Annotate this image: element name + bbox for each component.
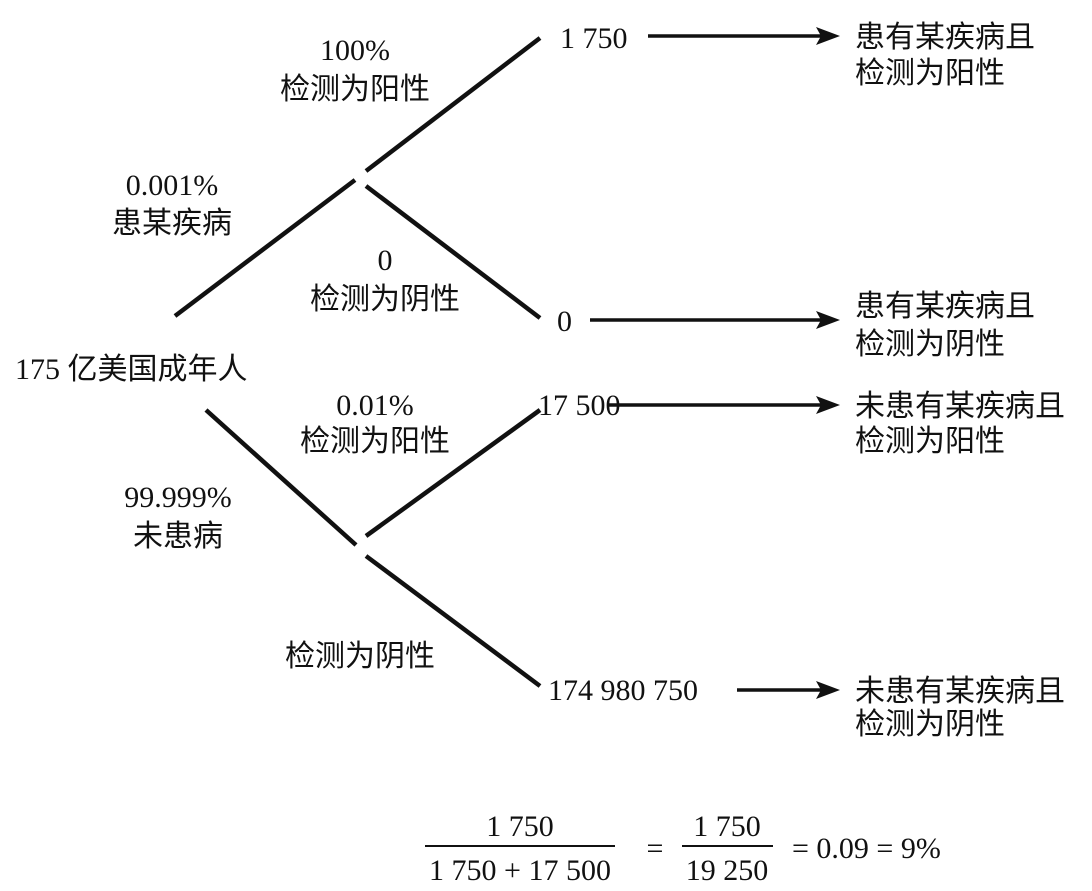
- outcome-description-line1: 患有某疾病且: [855, 21, 1035, 54]
- outcome-description-line1: 患有某疾病且: [855, 290, 1035, 323]
- outcome-count: 174 980 750: [548, 674, 698, 707]
- arrow-head-icon: [816, 396, 840, 414]
- disease-positive-label: 检测为阳性: [280, 73, 430, 106]
- branch-line-no-disease: [204, 408, 358, 547]
- outcome-description-line1: 未患有某疾病且: [855, 390, 1065, 423]
- branch-line-disease: [173, 178, 357, 318]
- arrow-head-icon: [816, 311, 840, 329]
- branch-line-healthy-negative: [364, 554, 542, 688]
- fraction1-denominator: 1 750 + 17 500: [429, 854, 611, 887]
- formula-result: = 0.09 = 9%: [792, 832, 941, 865]
- arrow-head-icon: [816, 681, 840, 699]
- no-disease-label: 未患病: [133, 520, 223, 553]
- outcome-count: 0: [557, 305, 572, 338]
- outcome-description-line2: 检测为阳性: [855, 57, 1005, 90]
- outcome-description-line2: 检测为阴性: [855, 708, 1005, 741]
- equals-sign: =: [647, 832, 664, 865]
- outcome-description-line1: 未患有某疾病且: [855, 675, 1065, 708]
- branch-line-healthy-positive: [364, 408, 542, 538]
- disease-negative-label: 检测为阴性: [310, 283, 460, 316]
- disease-negative-prob-label: 0: [378, 244, 393, 277]
- disease-positive-prob-label: 100%: [320, 34, 390, 67]
- fraction2-denominator: 19 250: [686, 854, 769, 887]
- outcome-description-line2: 检测为阳性: [855, 425, 1005, 458]
- result-formula: 1 750 1 750 + 17 500 = 1 750 19 250 = 0.…: [425, 810, 941, 887]
- outcome-count: 1 750: [560, 22, 628, 55]
- no-disease-prob-label: 99.999%: [124, 481, 232, 514]
- outcome-count: 17 500: [538, 389, 621, 422]
- disease-label: 患某疾病: [112, 207, 232, 240]
- branch-line-disease-positive: [364, 36, 542, 173]
- healthy-negative-label: 检测为阴性: [285, 640, 435, 673]
- healthy-positive-prob-label: 0.01%: [336, 389, 414, 422]
- outcome-description-line2: 检测为阴性: [855, 328, 1005, 361]
- arrow-head-icon: [816, 27, 840, 45]
- root-label: 175 亿美国成年人: [15, 353, 248, 386]
- fraction1-numerator: 1 750: [486, 810, 554, 843]
- healthy-positive-label: 检测为阳性: [300, 425, 450, 458]
- branch-line-disease-negative: [364, 184, 542, 320]
- disease-prob-label: 0.001%: [126, 169, 219, 202]
- fraction2-numerator: 1 750: [693, 810, 761, 843]
